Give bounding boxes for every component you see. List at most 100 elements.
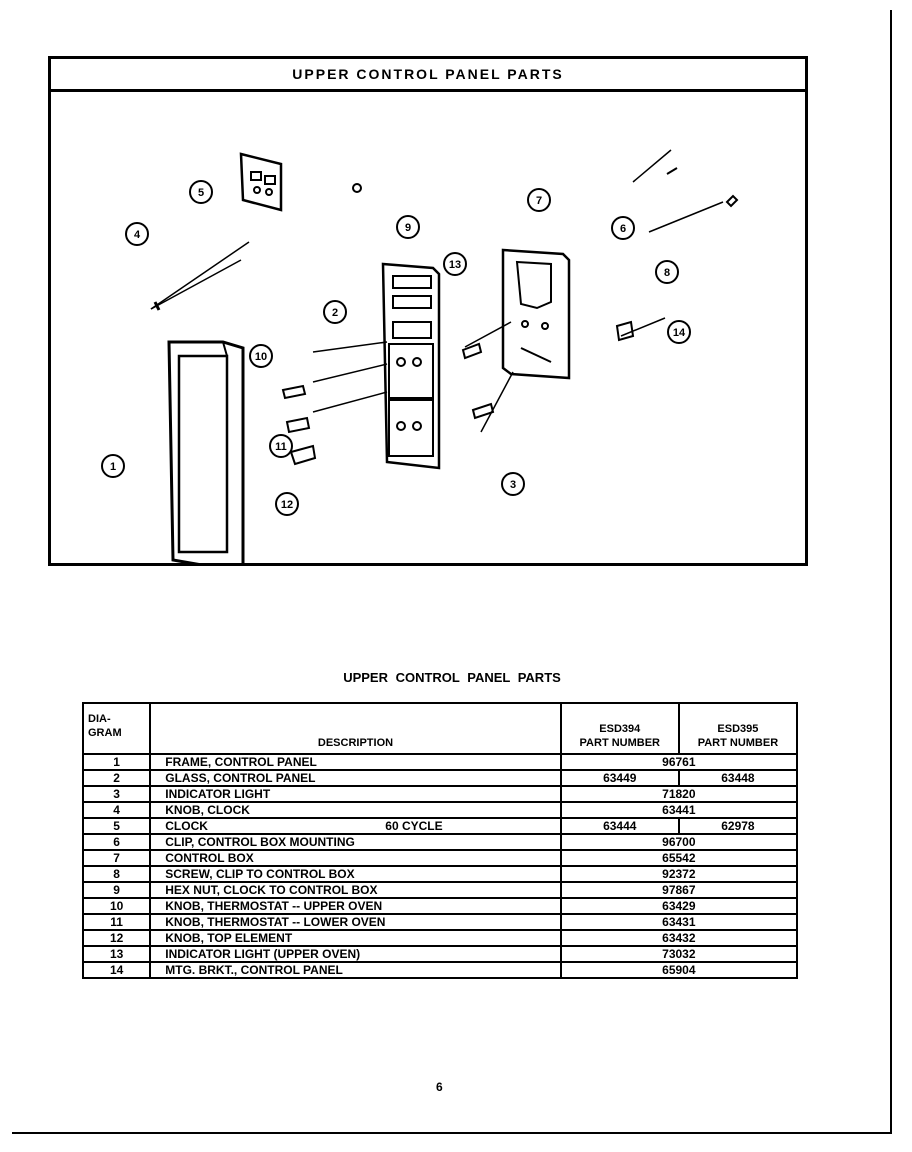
exploded-parts-diagram: 1 2 3 4 5 6 7 8 9 10 11 12 13 14 bbox=[101, 149, 739, 563]
scan-edge-line bbox=[12, 1132, 892, 1134]
table-title: UPPER CONTROL PANEL PARTS bbox=[343, 670, 561, 685]
header-col2: ESD395 PART NUMBER bbox=[677, 702, 799, 755]
row-description: CONTROL BOX bbox=[149, 849, 562, 867]
callout-10-label: 10 bbox=[255, 351, 267, 363]
row-description: SCREW, CLIP TO CONTROL BOX bbox=[149, 865, 562, 883]
callout-4: 4 bbox=[125, 222, 149, 246]
part-control-box-drawing bbox=[501, 248, 571, 380]
row-part-number: 63441 bbox=[559, 801, 799, 819]
row-part-number: 92372 bbox=[559, 865, 799, 883]
row-description: MTG. BRKT., CONTROL PANEL bbox=[149, 961, 562, 979]
row-description: KNOB, THERMOSTAT -- UPPER OVEN bbox=[149, 897, 562, 915]
row-description-text: KNOB, TOP ELEMENT bbox=[165, 931, 293, 945]
callout-8-label: 8 bbox=[664, 267, 670, 279]
row-diagram-number: 6 bbox=[81, 833, 152, 851]
row-diagram-number: 3 bbox=[81, 785, 152, 803]
callout-12-label: 12 bbox=[281, 499, 293, 511]
table-header-row: DIA- GRAM DESCRIPTION ESD394 PART NUMBER… bbox=[81, 702, 799, 755]
header-col2-label: PART NUMBER bbox=[697, 737, 779, 749]
row-part-number: 96700 bbox=[559, 833, 799, 851]
row-part-number: 73032 bbox=[559, 945, 799, 963]
page-number: 6 bbox=[436, 1080, 443, 1094]
row-diagram-number: 8 bbox=[81, 865, 152, 883]
header-diagram-line1: DIA- bbox=[88, 713, 111, 725]
row-description-text: KNOB, THERMOSTAT -- LOWER OVEN bbox=[165, 915, 386, 929]
row-description: HEX NUT, CLOCK TO CONTROL BOX bbox=[149, 881, 562, 899]
row-part-number: 65542 bbox=[559, 849, 799, 867]
header-col1-model: ESD394 bbox=[599, 723, 641, 735]
callout-14: 14 bbox=[667, 320, 691, 344]
callout-6-label: 6 bbox=[620, 223, 626, 235]
callouts: 1 2 3 4 5 6 7 8 9 10 11 12 13 14 bbox=[101, 180, 691, 516]
callout-9-label: 9 bbox=[405, 222, 411, 234]
row-part-number-pn1: 63444 bbox=[559, 817, 680, 835]
row-diagram-number: 2 bbox=[81, 769, 152, 787]
row-description: CLOCK 60 CYCLE bbox=[149, 817, 562, 835]
row-description: GLASS, CONTROL PANEL bbox=[149, 769, 562, 787]
part-glass-drawing bbox=[381, 262, 441, 470]
part-frame-drawing bbox=[167, 340, 245, 563]
row-part-number: 65904 bbox=[559, 961, 799, 979]
table-row: 7 CONTROL BOX 65542 bbox=[81, 849, 799, 867]
row-description-text: KNOB, THERMOSTAT -- UPPER OVEN bbox=[165, 899, 383, 913]
callout-13-label: 13 bbox=[449, 259, 461, 271]
row-part-number: 63429 bbox=[559, 897, 799, 915]
callout-13: 13 bbox=[443, 252, 467, 276]
diagram-frame: UPPER CONTROL PANEL PARTS bbox=[48, 56, 808, 566]
row-description-text: KNOB, CLOCK bbox=[165, 803, 250, 817]
row-part-number: 97867 bbox=[559, 881, 799, 899]
row-part-number: 71820 bbox=[559, 785, 799, 803]
callout-12: 12 bbox=[275, 492, 299, 516]
parts-table: DIA- GRAM DESCRIPTION ESD394 PART NUMBER… bbox=[81, 702, 799, 979]
row-description: INDICATOR LIGHT bbox=[149, 785, 562, 803]
row-diagram-number: 9 bbox=[81, 881, 152, 899]
row-diagram-number: 7 bbox=[81, 849, 152, 867]
callout-6: 6 bbox=[611, 216, 635, 240]
row-part-number-pn2: 62978 bbox=[677, 817, 799, 835]
row-diagram-number: 5 bbox=[81, 817, 152, 835]
callout-9: 9 bbox=[396, 215, 420, 239]
row-description-text: CLOCK bbox=[165, 819, 208, 833]
table-row: 3 INDICATOR LIGHT 71820 bbox=[81, 785, 799, 803]
callout-2: 2 bbox=[323, 300, 347, 324]
row-description-text: SCREW, CLIP TO CONTROL BOX bbox=[165, 867, 355, 881]
row-description-text: INDICATOR LIGHT bbox=[165, 787, 271, 801]
row-diagram-number: 1 bbox=[81, 753, 152, 771]
callout-8: 8 bbox=[655, 260, 679, 284]
row-diagram-number: 14 bbox=[81, 961, 152, 979]
row-description-text: MTG. BRKT., CONTROL PANEL bbox=[165, 963, 343, 977]
row-description: KNOB, TOP ELEMENT bbox=[149, 929, 562, 947]
callout-10: 10 bbox=[249, 344, 273, 368]
table-row: 8 SCREW, CLIP TO CONTROL BOX 92372 bbox=[81, 865, 799, 883]
row-description: CLIP, CONTROL BOX MOUNTING bbox=[149, 833, 562, 851]
table-row: 10 KNOB, THERMOSTAT -- UPPER OVEN 63429 bbox=[81, 897, 799, 915]
row-description-text: CONTROL BOX bbox=[165, 851, 254, 865]
callout-11: 11 bbox=[269, 434, 293, 458]
row-diagram-number: 12 bbox=[81, 929, 152, 947]
callout-5-label: 5 bbox=[198, 187, 204, 199]
callout-3-label: 3 bbox=[510, 479, 516, 491]
row-description: KNOB, THERMOSTAT -- LOWER OVEN bbox=[149, 913, 562, 931]
row-note: 60 CYCLE bbox=[385, 819, 443, 833]
header-diagram: DIA- GRAM bbox=[81, 702, 152, 755]
callout-14-label: 14 bbox=[673, 327, 686, 339]
row-part-number: 96761 bbox=[559, 753, 799, 771]
row-description: FRAME, CONTROL PANEL bbox=[149, 753, 562, 771]
diagram-title: UPPER CONTROL PANEL PARTS bbox=[51, 59, 805, 92]
row-part-number-pn1: 63449 bbox=[559, 769, 680, 787]
row-description: KNOB, CLOCK bbox=[149, 801, 562, 819]
row-diagram-number: 11 bbox=[81, 913, 152, 931]
row-diagram-number: 10 bbox=[81, 897, 152, 915]
row-diagram-number: 13 bbox=[81, 945, 152, 963]
header-col1-label: PART NUMBER bbox=[579, 737, 660, 749]
part-clock-drawing bbox=[239, 152, 283, 212]
